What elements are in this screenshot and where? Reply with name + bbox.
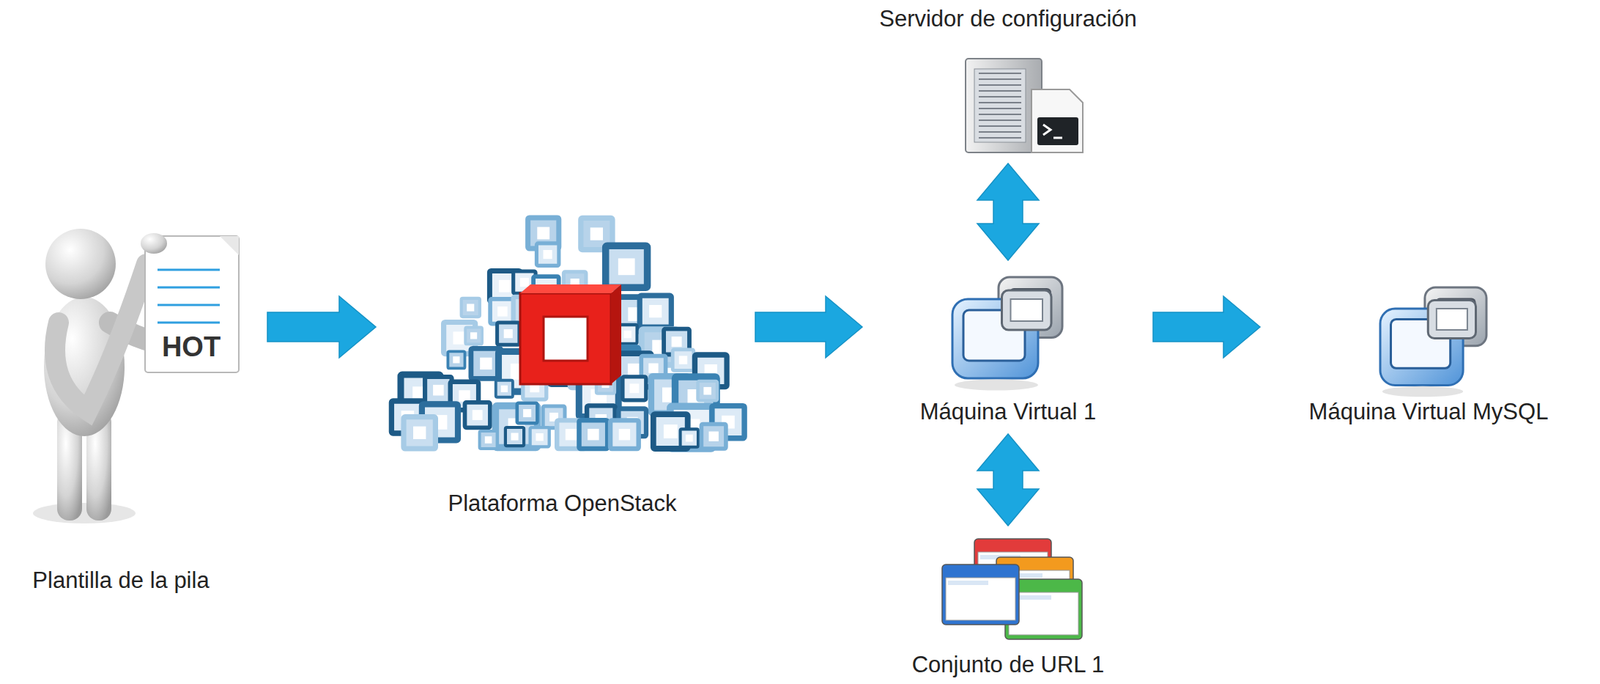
vm-icon: [952, 276, 1063, 391]
openstack-cubes: [391, 217, 745, 449]
node-label: Plantilla de la pila: [32, 567, 209, 594]
block-arrow: [977, 433, 1039, 526]
node-label: Máquina Virtual 1: [920, 398, 1097, 425]
block-arrow: [267, 295, 376, 358]
vm-icon: [1380, 287, 1487, 397]
browser-windows-icon: [942, 538, 1083, 639]
server-icon: [965, 58, 1083, 153]
labelled-icon-node: Servidor de configuración: [861, 5, 1155, 160]
labelled-icon-node: Plataforma OpenStack: [380, 208, 744, 517]
labelled-icon-node: Conjunto de URL 1: [905, 531, 1111, 678]
document-label: HOT: [146, 331, 236, 363]
person-figure: [32, 228, 239, 524]
node-label: Conjunto de URL 1: [912, 651, 1105, 678]
labelled-icon-node: Máquina Virtual 1: [905, 271, 1111, 425]
labelled-icon-node: Plantilla de la pila: [3, 227, 239, 594]
block-arrow: [977, 163, 1039, 261]
block-arrow: [1153, 295, 1261, 358]
node-label: Servidor de configuración: [879, 5, 1137, 33]
node-label: Plataforma OpenStack: [448, 490, 677, 517]
labelled-icon-node: Máquina Virtual MySQL: [1296, 278, 1561, 425]
node-label: Máquina Virtual MySQL: [1309, 398, 1549, 425]
block-arrow: [755, 295, 863, 358]
